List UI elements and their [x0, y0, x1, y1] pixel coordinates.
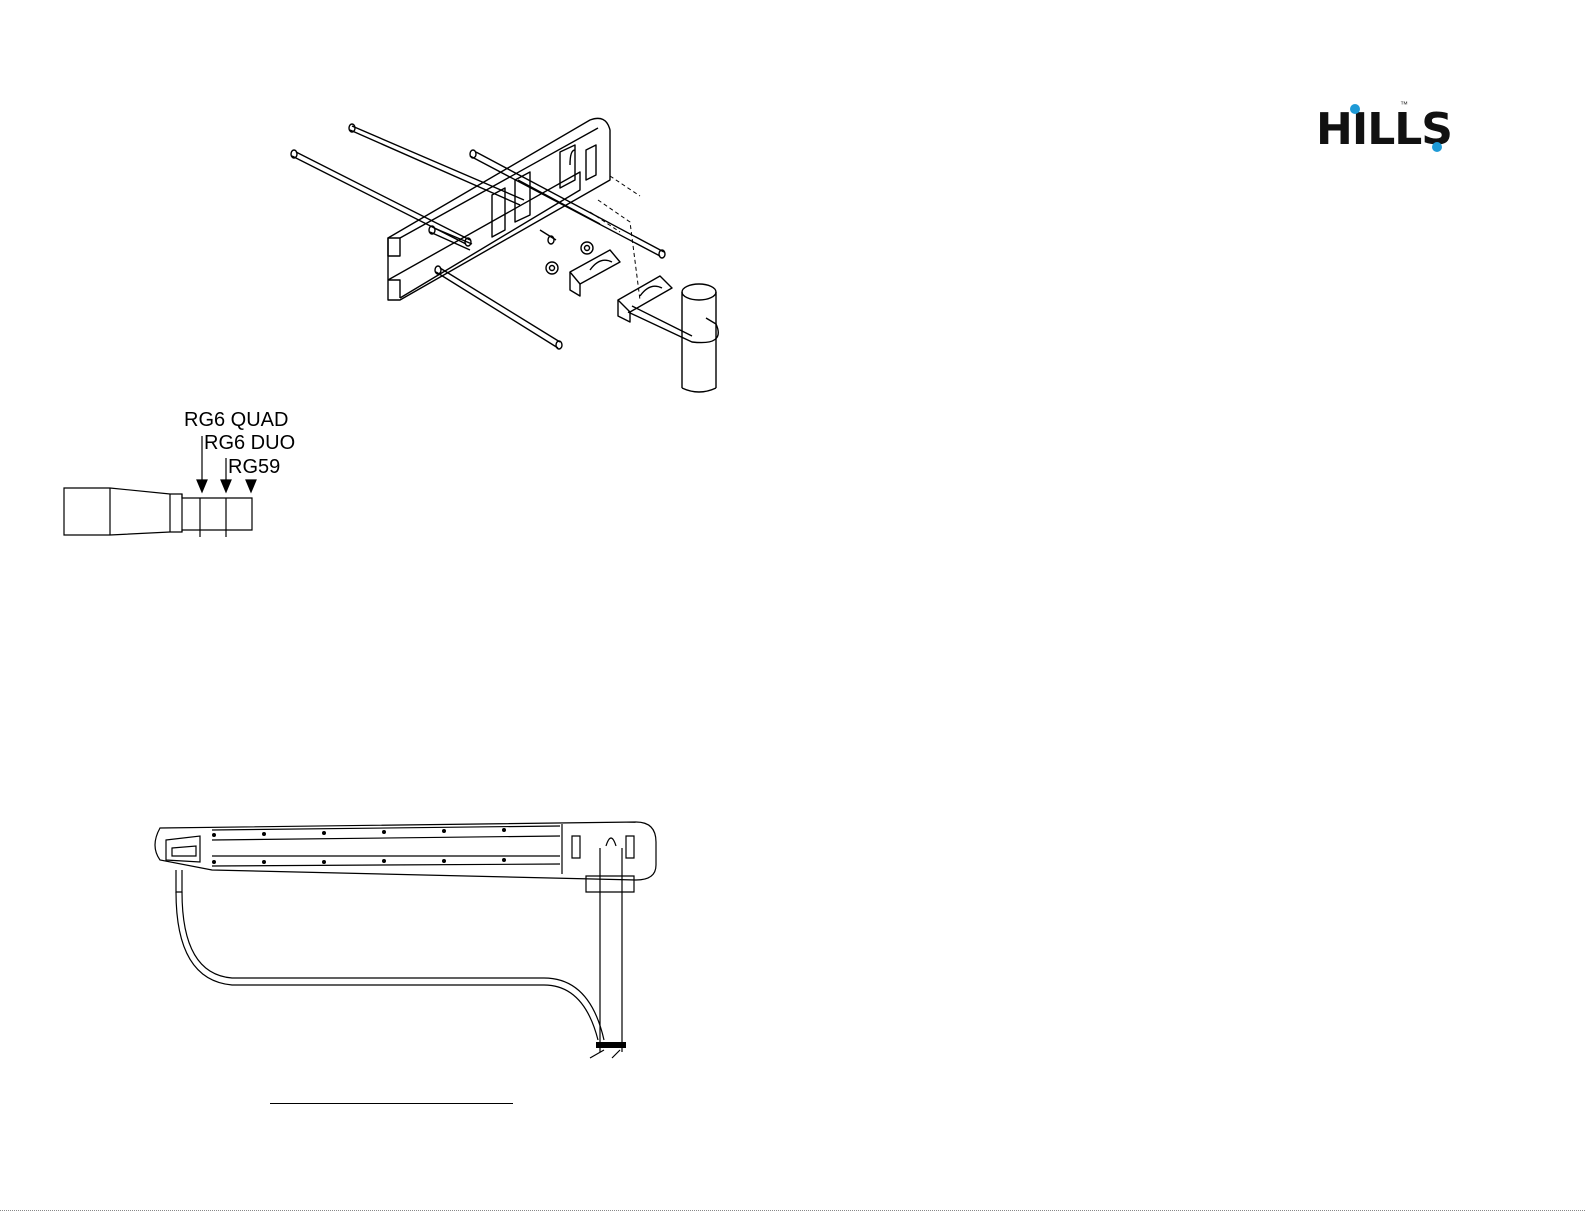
side-view-dots	[212, 828, 626, 1048]
guide-lines	[590, 176, 640, 300]
u-bolt	[628, 306, 718, 343]
label-rg6-duo: RG6 DUO	[204, 433, 295, 453]
label-rg6-quad: RG6 QUAD	[184, 410, 288, 430]
side-view-diagram	[155, 822, 656, 1058]
page-bottom-rule	[0, 1210, 1585, 1211]
antenna-rods	[291, 124, 665, 349]
caption-underline	[270, 1103, 513, 1104]
mounting-nuts	[546, 242, 593, 274]
antenna-boom	[388, 118, 610, 300]
mast-pipe	[682, 284, 716, 392]
clamp-plates	[570, 250, 672, 322]
label-rg59: RG59	[228, 457, 280, 477]
